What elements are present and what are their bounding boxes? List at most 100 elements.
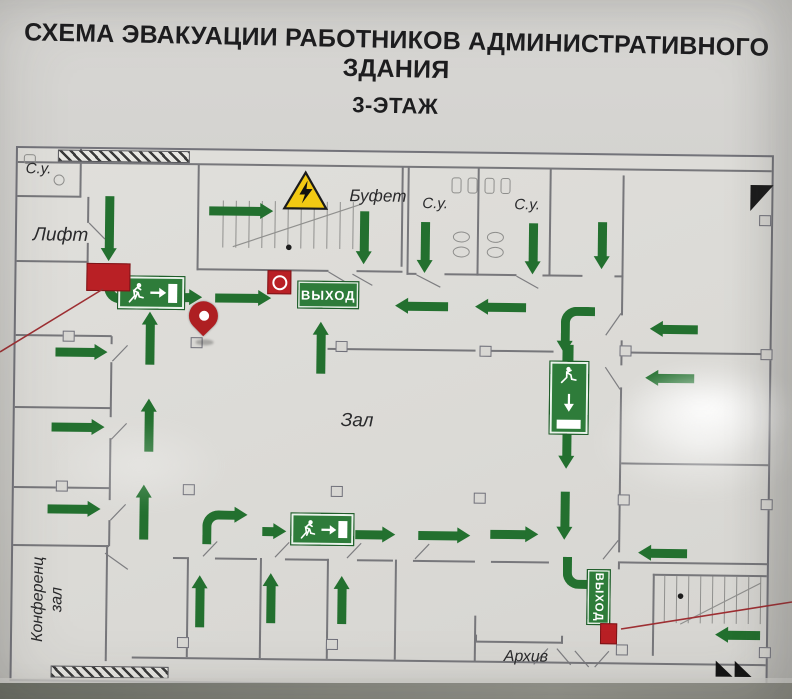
sanitary-fixture — [452, 231, 470, 243]
evacuation-arrow — [714, 626, 761, 645]
room-label-lift: Лифт — [32, 224, 89, 246]
evacuation-arrow — [141, 311, 159, 365]
evacuation-arrow — [416, 221, 434, 274]
wall — [110, 336, 113, 345]
wall-fixture-square — [182, 484, 195, 496]
evacuation-arrow — [524, 223, 542, 275]
plan-lines-layer — [88, 200, 762, 668]
exit-downstairs-sign — [548, 360, 590, 436]
room-label-archive: Архив — [503, 647, 549, 666]
wall — [356, 559, 393, 562]
evacuation-arrow — [474, 298, 527, 317]
evacuation-arrow — [209, 202, 274, 220]
man-descending-icon — [560, 366, 577, 384]
exit-sign-pictogram-1 — [117, 275, 186, 311]
wall — [172, 556, 187, 560]
plan-floor-label: 3-ЭТАЖ — [352, 92, 439, 119]
evacuation-arrow — [645, 369, 695, 388]
wall-fixture-square — [615, 644, 628, 656]
room-label-hall: Зал — [340, 409, 374, 432]
room-label-conference: Конференц зал — [16, 538, 79, 661]
wall — [542, 274, 551, 277]
exit-sign-pictogram-2 — [290, 512, 355, 547]
wall-fixture-square — [473, 492, 486, 504]
sanitary-fixture — [500, 177, 511, 195]
running-man-icon — [128, 283, 144, 303]
sanitary-fixture — [484, 177, 495, 194]
sanitary-fixture — [467, 177, 478, 194]
wall-fixture-square — [760, 349, 773, 361]
evacuation-arrow — [215, 289, 272, 307]
sanitary-fixture — [452, 246, 470, 258]
evacuation-arrow — [140, 398, 158, 452]
exit-text-sign-bottom-vertical: ВЫХОД — [586, 569, 611, 626]
ramp-marker-icon — [734, 660, 752, 678]
conference-label-line2: зал — [48, 586, 66, 613]
evacuation-arrow — [394, 297, 449, 316]
evacuation-arrow — [558, 432, 575, 469]
evacuation-arrow — [593, 222, 612, 270]
exit-text-sign-top: ВЫХОД — [297, 280, 360, 310]
evacuation-arrow-curved — [202, 506, 248, 545]
wall — [108, 520, 111, 547]
wall-fixture-square — [617, 494, 630, 506]
evacuation-arrow — [100, 196, 119, 262]
wall — [550, 274, 583, 277]
wall — [406, 272, 417, 275]
wall-fixture-square — [176, 637, 190, 649]
wall — [560, 635, 564, 644]
floor-plan: С.у. Лифт Буфет С.у. С.у. Зал Архив Конф… — [9, 146, 774, 691]
running-man-icon — [300, 520, 315, 539]
arrow-down-icon — [563, 393, 574, 412]
ramp-marker-icon — [715, 660, 733, 677]
evacuation-arrow — [556, 491, 574, 540]
corner-marker-icon — [750, 184, 774, 212]
room-label-buffet: Буфет — [349, 186, 407, 206]
evacuation-arrow — [649, 320, 698, 339]
photo-background-floor — [0, 683, 792, 699]
wall-fixture-square — [330, 485, 343, 498]
hatched-wall — [57, 149, 190, 164]
wall-fixture-square — [759, 215, 772, 227]
door-icon — [167, 283, 177, 303]
pin-shadow — [195, 339, 214, 346]
conference-label-line1: Конференц — [28, 556, 47, 643]
exit-point-marker-bottom — [599, 623, 618, 645]
sanitary-fixture — [486, 246, 504, 258]
wall — [444, 273, 479, 276]
wall-fixture-square — [619, 345, 632, 357]
exit-text-vertical: ВЫХОД — [592, 572, 605, 622]
room-label-su-left: С.у. — [422, 194, 449, 213]
evacuation-arrow — [262, 523, 287, 540]
evacuation-arrow — [333, 575, 351, 625]
wall-fixture-square — [55, 480, 68, 492]
wall — [87, 196, 90, 223]
evacuation-arrow — [355, 211, 374, 265]
arrow-right-icon — [320, 524, 336, 535]
evacuation-arrow — [355, 526, 396, 543]
wall-fixture-square — [760, 499, 773, 511]
exit-point-marker-left — [86, 262, 131, 292]
room-label-su-top-left: С.у. — [25, 160, 52, 178]
evacuation-arrow — [51, 418, 105, 436]
hatch-bar-icon — [556, 419, 581, 429]
evacuation-arrow — [418, 527, 471, 545]
evacuation-arrow — [490, 526, 539, 544]
room-label-su-right: С.у. — [514, 196, 541, 214]
arrow-right-icon — [149, 287, 166, 298]
evacuation-arrow — [55, 343, 108, 361]
wall-fixture-square — [325, 638, 339, 650]
plan-title-block: СХЕМА ЭВАКУАЦИИ РАБОТНИКОВ АДМИНИСТРАТИВ… — [0, 18, 792, 128]
sanitary-fixture — [451, 177, 462, 194]
wall — [474, 634, 478, 643]
evacuation-arrow — [312, 321, 330, 374]
poster-bottom-edge — [0, 678, 792, 683]
wall-fixture-square — [479, 345, 492, 357]
sanitary-fixture — [53, 174, 65, 186]
evacuation-arrow — [191, 575, 209, 628]
evacuation-arrow — [135, 484, 153, 540]
sanitary-fixture — [486, 231, 504, 243]
evacuation-arrow — [47, 500, 101, 518]
wall-fixture-square — [62, 330, 75, 342]
